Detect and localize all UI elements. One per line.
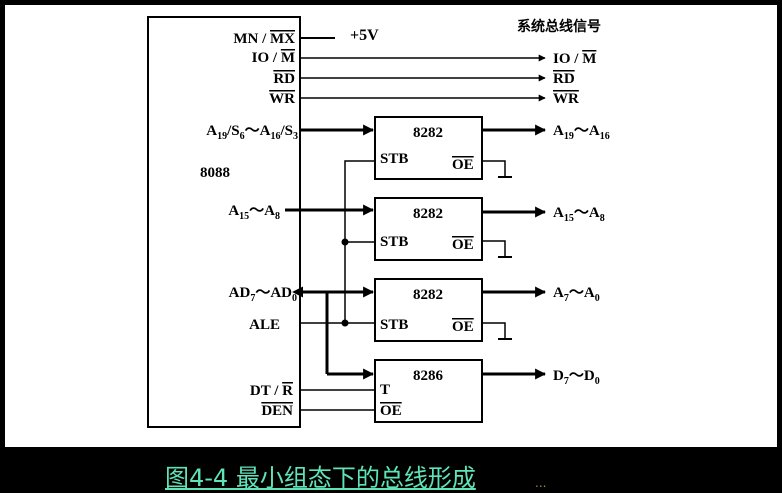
latch-3-oe: OE [452,319,474,335]
pin-io-m: IO / M [252,50,295,66]
latch-2-stb: STB [380,234,408,250]
pin-a15-a8: A15～A8 [228,203,280,222]
latch-1-oe-ground [482,160,506,177]
cpu-8088-box [147,16,301,428]
pin-ale: ALE [249,317,280,333]
latch-3-oe-ground [482,322,506,339]
pin-a19-a16: A19/S6～A16/S3 [206,123,298,142]
pin-ad7-ad0: AD7～AD0 [229,285,297,304]
caption-tail: ... [535,476,547,490]
latch-8282-1 [374,116,483,180]
latch-2-name: 8282 [413,206,443,222]
latch-2-oe: OE [452,237,474,253]
latch-1-name: 8282 [413,125,443,141]
ale-junction-2 [341,319,349,327]
pin-dt-r: DT / R [250,383,293,399]
bus-diagram: +5V 系统总线信号 MN / MX IO / M RD WR A19/S6～A… [147,16,610,428]
power-label: +5V [350,27,379,44]
bus-title: 系统总线信号 [517,18,601,35]
out-io-m: IO / M [553,51,596,67]
pin-wr: WR [269,91,295,107]
transceiver-8286 [374,359,483,423]
ale-junction-1 [341,238,349,246]
transceiver-t: T [380,382,390,398]
diagram-panel: +5V 系统总线信号 MN / MX IO / M RD WR A19/S6～A… [5,5,777,447]
pin-den: DEN [261,403,293,419]
out-a7-a0: A7～A0 [553,285,600,304]
latch-2-oe-ground [482,240,506,257]
transceiver-oe: OE [380,403,402,419]
out-a15-a8: A15～A8 [553,205,605,224]
latch-8282-3 [374,278,483,342]
out-rd: RD [553,71,575,87]
out-d7-d0: D7～D0 [553,368,600,387]
transceiver-name: 8286 [413,368,444,384]
latch-8282-2 [374,197,483,261]
latch-1-oe: OE [452,157,474,173]
latch-1-stb: STB [380,151,408,167]
latch-3-stb: STB [380,317,408,333]
figure-caption[interactable]: 图4-4 最小组态下的总线形成 [165,464,476,492]
pin-mn-mx: MN / MX [233,31,295,47]
pin-rd: RD [273,71,295,87]
out-wr: WR [553,91,579,107]
out-a19-a16: A19～A16 [553,123,610,142]
latch-3-name: 8282 [413,287,443,303]
cpu-name: 8088 [200,165,230,181]
